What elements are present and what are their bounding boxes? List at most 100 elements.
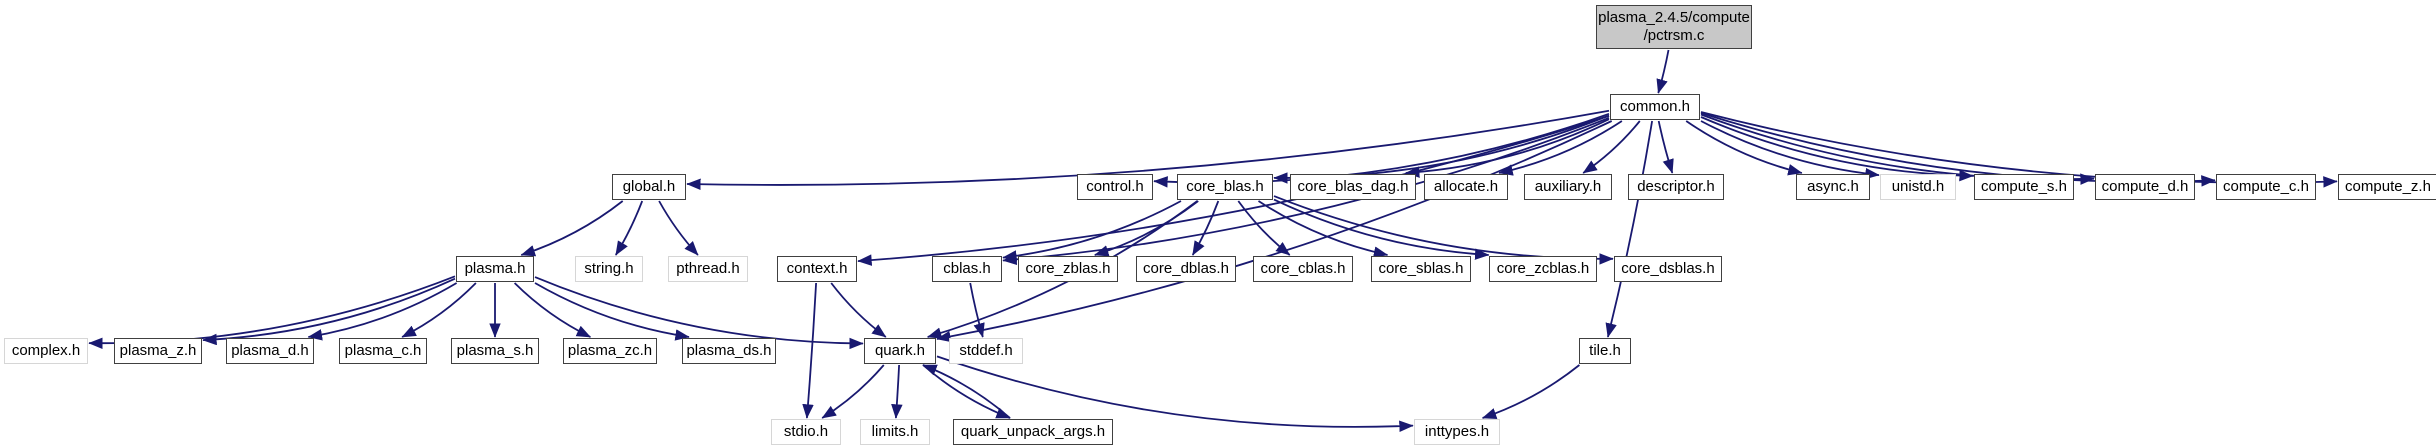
graph-edge-plasma-h-to-quark-h (534, 276, 864, 350)
graph-node-cblas-h[interactable]: cblas.h (932, 256, 1002, 282)
graph-node-label: string.h (584, 259, 634, 277)
graph-node-plasma-zc-h[interactable]: plasma_zc.h (563, 338, 657, 364)
graph-node-core-dsblas-h[interactable]: core_dsblas.h (1614, 256, 1722, 282)
graph-node-stdio-h[interactable]: stdio.h (771, 419, 841, 445)
graph-node-core-blas-h[interactable]: core_blas.h (1177, 174, 1273, 200)
graph-node-common-h[interactable]: common.h (1610, 94, 1700, 120)
graph-node-context-h[interactable]: context.h (777, 256, 857, 282)
graph-node-plasma-ds-h[interactable]: plasma_ds.h (682, 338, 776, 364)
graph-node-plasma-d-h[interactable]: plasma_d.h (226, 338, 314, 364)
graph-node-compute-d-h[interactable]: compute_d.h (2095, 174, 2195, 200)
graph-node-label: cblas.h (943, 259, 991, 277)
graph-node-quark-unpack-args-h[interactable]: quark_unpack_args.h (953, 419, 1113, 445)
graph-node-tile-h[interactable]: tile.h (1579, 338, 1631, 364)
graph-node-plasma-z-h[interactable]: plasma_z.h (114, 338, 202, 364)
graph-edge-common-h-to-context-h (857, 115, 1610, 266)
graph-node-complex-h[interactable]: complex.h (4, 338, 88, 364)
graph-edge-common-h-to-tile-h (1605, 120, 1653, 338)
graph-node-async-h[interactable]: async.h (1796, 174, 1870, 200)
graph-edge-plasma-h-to-plasma-ds-h (534, 282, 690, 341)
graph-edge-cblas-h-to-stddef-h (969, 282, 985, 338)
graph-node-inttypes-h[interactable]: inttypes.h (1414, 419, 1500, 445)
graph-node-label: plasma.h (464, 259, 526, 277)
graph-node-label: core_zcblas.h (1496, 259, 1590, 277)
graph-node-label: inttypes.h (1424, 422, 1490, 440)
graph-edge-core-blas-h-to-core-dblas-h (1191, 200, 1220, 256)
graph-node-label: compute_d.h (2101, 177, 2189, 195)
graph-edge-core-blas-h-to-cblas-h (1002, 200, 1182, 262)
graph-node-label: core_dblas.h (1143, 259, 1229, 277)
graph-node-label: unistd.h (1891, 177, 1945, 195)
graph-edge-common-h-to-allocate-h (1498, 120, 1623, 176)
graph-node-label: compute_c.h (2223, 177, 2309, 195)
graph-node-descriptor-h[interactable]: descriptor.h (1628, 174, 1724, 200)
graph-node-compute-s-h[interactable]: compute_s.h (1974, 174, 2074, 200)
graph-edge-core-blas-h-to-core-cblas-h (1237, 200, 1291, 256)
graph-edge-plasma-h-to-plasma-zc-h (513, 282, 592, 338)
graph-edge-common-h-to-cblas-h (1002, 116, 1610, 266)
graph-edge-common-h-to-unistd-h (1700, 120, 1880, 180)
graph-node-core-cblas-h[interactable]: core_cblas.h (1253, 256, 1353, 282)
graph-node-label: core_blas.h (1186, 177, 1264, 195)
graph-node-allocate-h[interactable]: allocate.h (1424, 174, 1508, 200)
graph-node-plasma-s-h[interactable]: plasma_s.h (451, 338, 539, 364)
graph-node-core-blas-dag-h[interactable]: core_blas_dag.h (1290, 174, 1416, 200)
graph-node-auxiliary-h[interactable]: auxiliary.h (1524, 174, 1612, 200)
graph-edge-context-h-to-quark-h (830, 282, 887, 338)
graph-edge-root-to-common-h (1656, 49, 1670, 94)
graph-node-core-zblas-h[interactable]: core_zblas.h (1018, 256, 1118, 282)
graph-node-limits-h[interactable]: limits.h (860, 419, 930, 445)
graph-node-string-h[interactable]: string.h (575, 256, 643, 282)
graph-edge-common-h-to-compute-c-h (1700, 112, 2216, 187)
graph-node-label: quark_unpack_args.h (960, 422, 1106, 440)
graph-node-label: plasma_2.4.5/compute /pctrsm.c (1598, 8, 1750, 44)
graph-node-compute-c-h[interactable]: compute_c.h (2216, 174, 2316, 200)
graph-node-label: plasma_d.h (231, 341, 309, 359)
graph-edge-common-h-to-async-h (1685, 120, 1803, 176)
graph-node-label: core_cblas.h (1260, 259, 1346, 277)
graph-node-plasma-c-h[interactable]: plasma_c.h (339, 338, 427, 364)
graph-node-label: limits.h (871, 422, 919, 440)
graph-edge-quark-h-to-quark-unpack-args-h (922, 364, 1011, 419)
graph-node-label: stddef.h (959, 341, 1013, 359)
graph-node-root[interactable]: plasma_2.4.5/compute /pctrsm.c (1596, 5, 1752, 49)
graph-node-label: compute_s.h (1981, 177, 2067, 195)
graph-node-label: compute_z.h (2345, 177, 2431, 195)
graph-edge-quark-unpack-args-h-to-quark-h (922, 364, 1011, 419)
graph-node-label: plasma_s.h (456, 341, 534, 359)
graph-edge-global-h-to-plasma-h (520, 200, 624, 257)
graph-node-control-h[interactable]: control.h (1077, 174, 1153, 200)
graph-node-unistd-h[interactable]: unistd.h (1880, 174, 1956, 200)
graph-node-label: common.h (1619, 97, 1691, 115)
graph-node-label: quark.h (874, 341, 926, 359)
graph-node-label: stdio.h (783, 422, 829, 440)
graph-node-core-dblas-h[interactable]: core_dblas.h (1136, 256, 1236, 282)
graph-node-compute-z-h[interactable]: compute_z.h (2338, 174, 2436, 200)
graph-node-label: context.h (786, 259, 848, 277)
graph-node-label: plasma_z.h (119, 341, 197, 359)
graph-edge-core-blas-h-to-core-zcblas-h (1273, 198, 1490, 260)
graph-edge-global-h-to-string-h (615, 200, 644, 256)
graph-node-global-h[interactable]: global.h (612, 174, 686, 200)
graph-node-label: async.h (1807, 177, 1859, 195)
graph-node-label: core_dsblas.h (1621, 259, 1715, 277)
graph-node-quark-h[interactable]: quark.h (864, 338, 936, 364)
graph-node-pthread-h[interactable]: pthread.h (668, 256, 748, 282)
graph-node-label: core_zblas.h (1025, 259, 1111, 277)
graph-node-label: core_blas_dag.h (1297, 177, 1409, 195)
graph-edge-common-h-to-core-blas-dag-h (1405, 118, 1610, 178)
graph-node-label: plasma_ds.h (686, 341, 772, 359)
graph-edge-global-h-to-pthread-h (658, 200, 699, 256)
graph-node-label: core_sblas.h (1378, 259, 1464, 277)
graph-node-core-sblas-h[interactable]: core_sblas.h (1371, 256, 1471, 282)
graph-edge-tile-h-to-inttypes-h (1481, 364, 1580, 420)
graph-edge-context-h-to-stdio-h (802, 282, 817, 419)
graph-node-core-zcblas-h[interactable]: core_zcblas.h (1489, 256, 1597, 282)
graph-node-stddef-h[interactable]: stddef.h (949, 338, 1023, 364)
edge-group (88, 49, 2338, 432)
graph-node-label: global.h (622, 177, 676, 195)
graph-node-plasma-h[interactable]: plasma.h (456, 256, 534, 282)
graph-edge-core-blas-h-to-core-dsblas-h (1273, 195, 1614, 265)
